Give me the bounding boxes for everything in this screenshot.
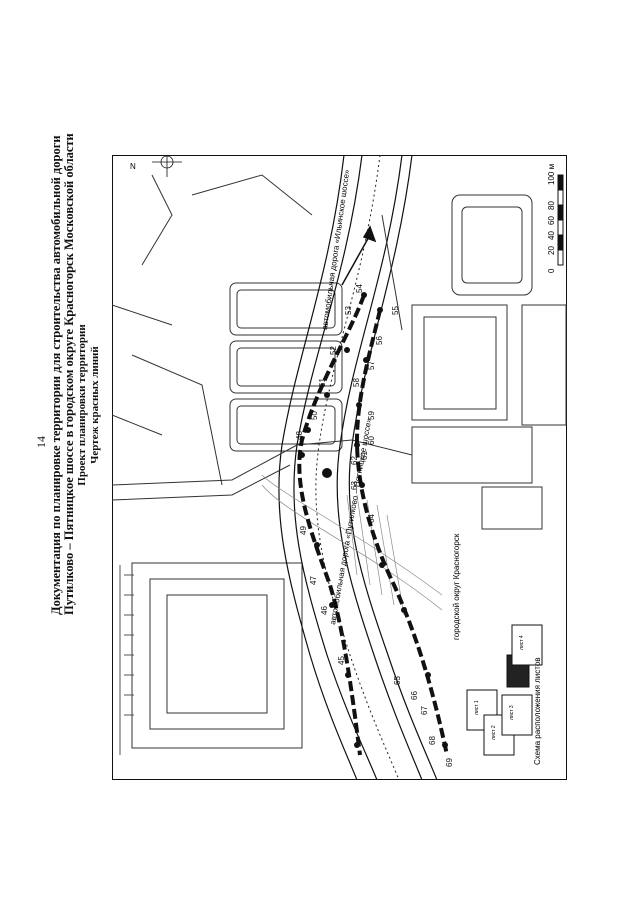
scale-tick-80: 80 [547,201,556,210]
point-number: 62 [350,456,359,465]
point-number: 56 [375,336,384,345]
point-number: 49 [299,526,308,535]
point-number: 51 [318,378,327,387]
title-line-3: Проект планировки территории [76,324,88,486]
point-markers [299,292,448,748]
title-block: Документация по планировке территории дл… [49,133,102,615]
point-number: 66 [410,691,419,700]
point-number: 47 [309,576,318,585]
building-block-square [131,562,303,749]
sheet-cell-1: лист 1 [474,700,480,715]
point-number: 57 [367,361,376,370]
point-number: 52 [329,346,338,355]
point-number: 54 [355,284,364,293]
direction-arrow [341,225,377,286]
point-numbers-upper: 45 46 47 48 49 50 51 52 53 54 [295,284,364,665]
point-number: 65 [393,676,402,685]
scale-bar [557,174,564,266]
sheet-cell-2: лист 2 [491,725,497,740]
north-compass-icon [152,155,182,177]
point-number: 60 [367,436,376,445]
point-number: 68 [428,736,437,745]
point-number: 69 [445,758,454,767]
secondary-roads [112,214,413,501]
point-number: 67 [420,706,429,715]
point-number: 50 [310,411,319,420]
map-frame [112,155,567,780]
building-blocks-right [411,194,567,530]
point-number: 64 [367,514,376,523]
point-number: 45 [337,656,346,665]
point-number: 58 [352,378,361,387]
red-line-lower [354,309,449,756]
district-label: городской округ Красногорск [452,533,461,640]
point-number: 46 [320,606,329,615]
page-number: 14 [34,436,48,448]
scale-tick-0: 0 [547,268,556,273]
point-number: 48 [295,431,304,440]
road-edges [278,155,438,780]
point-number: 59 [367,411,376,420]
parking-stubs [119,565,134,755]
title-line-4: Чертеж красных линий [89,346,101,464]
sheet-cell-3: лист 3 [509,705,515,720]
north-label: N [130,162,136,171]
road-rail-line [315,155,400,780]
scale-tick-40: 40 [547,231,556,240]
road-label-upper: автомобильная дорога «Ильинское шоссе» [320,168,351,330]
point-number: 55 [391,306,400,315]
hatch-zone [261,474,443,616]
point-number: 53 [344,306,353,315]
map-drawing: лист 1 лист 2 лист 3 лист 4 Схема распол… [112,155,567,780]
building-blocks-upper [112,174,343,486]
point-number: 63 [350,481,359,490]
point-numbers-lower: 55 56 57 58 59 60 61 62 63 64 65 66 67 6… [350,306,454,767]
sheet-scheme [466,624,543,756]
scale-tick-20: 20 [547,246,556,255]
scale-tick-60: 60 [547,216,556,225]
scale-tick-100: 100 м [547,164,556,185]
title-line-2: Путилково – Пятницкое шоссе в городском … [62,133,76,615]
sheet-cell-4: лист 4 [519,635,525,650]
red-line-upper [297,294,366,756]
point-number: 61 [360,451,369,460]
sheet-scheme-title: Схема расположения листов [533,657,542,765]
